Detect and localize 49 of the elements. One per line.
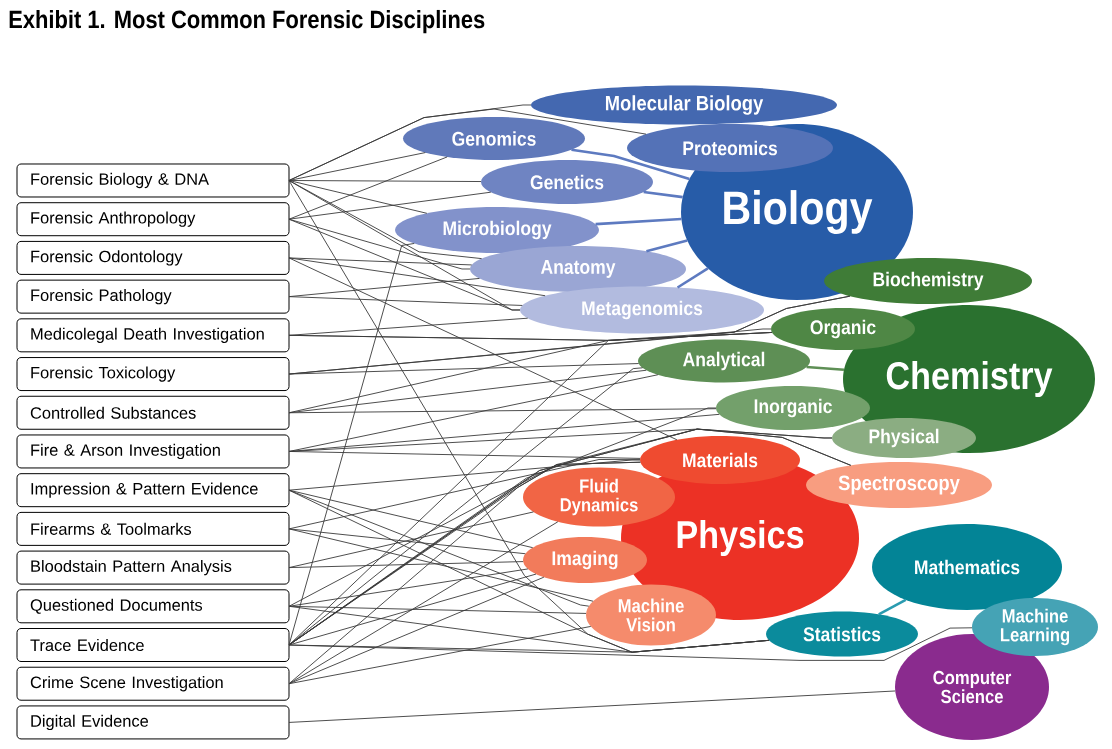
connector-line — [288, 296, 523, 306]
discipline-box: Forensic Anthropology — [16, 202, 290, 237]
connector-line — [288, 625, 592, 685]
connector-line — [288, 568, 529, 607]
discipline-box: Medicolegal Death Investigation — [16, 318, 290, 353]
discipline-box: Digital Evidence — [16, 705, 290, 740]
connector-line — [643, 190, 683, 199]
connector-line — [571, 148, 690, 181]
connector-line — [288, 690, 896, 723]
discipline-box: Crime Scene Investigation — [16, 666, 290, 701]
discipline-box: Firearms & Toolmarks — [16, 511, 290, 546]
connector-line — [676, 267, 709, 289]
connector-line — [288, 489, 590, 607]
connector-line — [288, 521, 559, 685]
discipline-box: Questioned Documents — [16, 589, 290, 624]
discipline-box: Forensic Odontology — [16, 240, 290, 275]
connector-line — [288, 218, 521, 311]
connector-line — [288, 627, 973, 661]
discipline-box: Bloodstain Pattern Analysis — [16, 550, 290, 585]
connector-line — [878, 598, 907, 616]
connector-line — [288, 257, 473, 266]
connector-line — [288, 180, 428, 214]
discipline-box: Forensic Biology & DNA — [16, 163, 290, 198]
connector-line — [288, 451, 641, 459]
connector-line — [288, 191, 492, 220]
connector-line — [288, 461, 641, 685]
connector-line — [288, 459, 641, 491]
title: Exhibit 1. Most Common Forensic Disciplines — [9, 9, 485, 34]
discipline-box: Controlled Substances — [16, 395, 290, 430]
discipline-box: Forensic Pathology — [16, 279, 290, 314]
connector-line — [288, 243, 415, 646]
connector-line — [806, 365, 845, 372]
connector-line — [288, 218, 471, 270]
discipline-box: Trace Evidence — [16, 628, 290, 662]
connector-line — [288, 511, 534, 569]
connector-line — [288, 528, 526, 555]
discipline-box: Fire & Arson Investigation — [16, 434, 290, 469]
discipline-box: Forensic Toxicology — [16, 357, 290, 392]
connector-line — [288, 374, 659, 452]
connector-line — [288, 257, 546, 297]
discipline-box: Impression & Pattern Evidence — [16, 473, 290, 508]
connector-line — [288, 561, 524, 569]
connector-line — [288, 363, 640, 375]
connector-line — [288, 528, 594, 602]
connector-line — [595, 217, 682, 226]
connector-line — [288, 108, 647, 181]
connector-line — [288, 257, 678, 441]
connector-line — [288, 576, 545, 685]
connector-line — [646, 239, 688, 253]
